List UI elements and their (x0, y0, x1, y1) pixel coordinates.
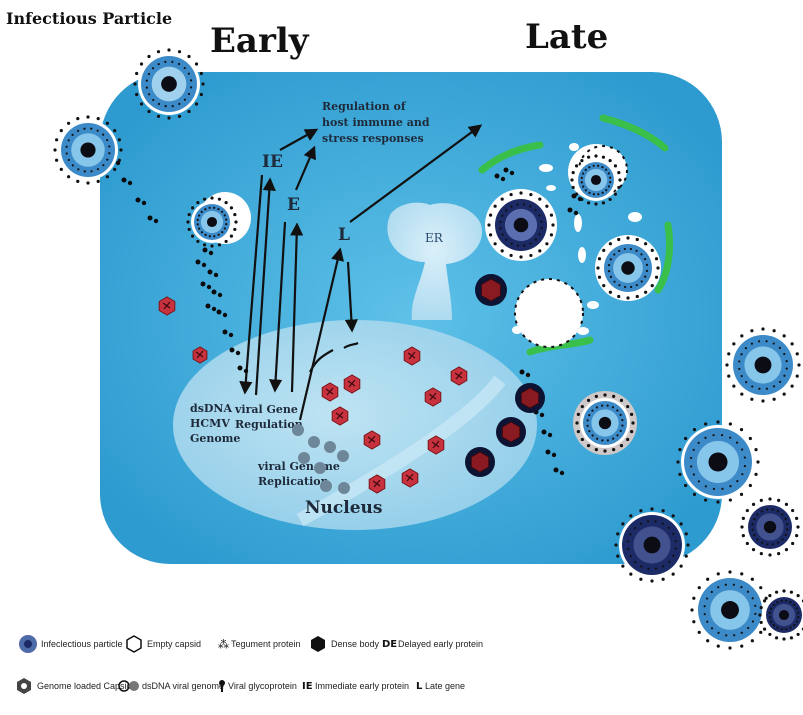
tegument-dot (495, 174, 500, 179)
red-capsid (428, 436, 444, 454)
legend-late-gene: Late gene (425, 681, 465, 691)
tegument-dot (568, 208, 573, 213)
red-capsid (402, 469, 418, 487)
dense-body-icon (311, 636, 325, 652)
red-capsid (332, 407, 348, 425)
red-capsid (404, 347, 420, 365)
er-label: ER (425, 231, 444, 245)
dsdna-label-2: HCMV (190, 417, 230, 430)
de-icon: DE (382, 639, 397, 650)
red-capsid (475, 274, 507, 306)
legend-empty-capsid: Empty capsid (147, 639, 201, 649)
viral-gene-regulation-1: viral Gene (234, 403, 298, 416)
tegument-dot (504, 168, 509, 173)
virus-particle (740, 497, 799, 556)
ie-icon: IE (302, 681, 313, 692)
tegument-dot (223, 330, 228, 335)
regulation-label-3: stress responses (322, 132, 424, 145)
empty-capsid-icon (127, 636, 141, 652)
tegument-dot (540, 413, 544, 417)
nucleus-label: Nucleus (305, 498, 382, 518)
tegument-dot (552, 453, 556, 457)
legend: Infeclectious particle Empty capsid ⁂ Te… (17, 635, 483, 694)
dsdna-label-1: dsDNA (190, 402, 232, 415)
tegument-dot (554, 468, 559, 473)
tegument-dot (501, 177, 505, 181)
tegument-dot (206, 304, 211, 309)
tegument-dot (202, 263, 206, 267)
tegument-dot (244, 369, 248, 373)
legend-immediate-early: Immediate early protein (315, 681, 409, 691)
virus-particle (725, 327, 800, 402)
tegument-dot (229, 333, 233, 337)
red-capsid (159, 297, 175, 315)
tegument-dot (217, 310, 222, 315)
red-capsid (451, 367, 467, 385)
dsdna-label-3: Genome (190, 432, 240, 445)
viral-genome-replication-2: Replication (258, 475, 329, 488)
tegument-dot (238, 366, 243, 371)
regulation-label-2: host immune and (322, 116, 430, 129)
red-capsid (496, 417, 526, 447)
red-capsid (369, 475, 385, 493)
tegument-protein-icon: ⁂ (218, 638, 229, 651)
tegument-dot (560, 471, 564, 475)
tegument-dot (122, 178, 127, 183)
tegument-dot (212, 290, 217, 295)
tegument-dot (520, 370, 525, 375)
late-heading: Late (525, 17, 608, 57)
red-capsid (425, 388, 441, 406)
virus-particle (690, 570, 769, 649)
regulation-label-1: Regulation of (322, 100, 407, 113)
viral-genome-replication-1: viral Genome (257, 460, 340, 473)
infectious-particle-title: Infectious Particle (6, 9, 172, 28)
gene-e-label: E (287, 195, 300, 215)
tegument-dot (136, 198, 141, 203)
tegument-dot (214, 273, 218, 277)
early-heading: Early (210, 21, 310, 61)
legend-dense-body: Dense body (331, 639, 380, 649)
legend-dsdna-viral-genome: dsDNA viral genome (142, 681, 224, 691)
infectious-particle-icon (19, 635, 37, 653)
tegument-dot (212, 307, 216, 311)
gene-ie-label: IE (262, 152, 283, 172)
red-capsid (344, 375, 360, 393)
red-capsid (193, 347, 207, 363)
tegument-dot (546, 450, 551, 455)
tegument-dot (223, 313, 227, 317)
legend-genome-loaded-capsid: Genome loaded Capsid (37, 681, 132, 691)
legend-viral-glycoprotein: Viral glycoprotein (228, 681, 297, 691)
tegument-dot (209, 251, 213, 255)
tegument-dot (218, 293, 222, 297)
tegument-dot (574, 211, 578, 215)
tegument-dot (196, 260, 201, 265)
tegument-dot (201, 282, 206, 287)
red-capsid (465, 447, 495, 477)
red-capsid (322, 383, 338, 401)
legend-tegument-protein: Tegument protein (231, 639, 301, 649)
tegument-dot (154, 219, 158, 223)
legend-delayed-early: Delayed early protein (398, 639, 483, 649)
tegument-dot (207, 285, 211, 289)
tegument-dot (203, 248, 208, 253)
red-capsid (364, 431, 380, 449)
tegument-dot (208, 270, 213, 275)
tegument-dot (128, 181, 132, 185)
gene-l-label: L (338, 225, 350, 245)
genome-loaded-capsid-icon (17, 678, 31, 694)
tegument-dot (526, 373, 530, 377)
tegument-dot (548, 433, 552, 437)
tegument-dot (148, 216, 153, 221)
tegument-dot (510, 171, 514, 175)
tegument-dot (142, 201, 146, 205)
legend-infectious-particle: Infeclectious particle (41, 639, 123, 649)
l-icon: L (416, 681, 423, 692)
red-capsid (515, 383, 545, 413)
tegument-dot (236, 351, 240, 355)
tegument-dot (542, 430, 547, 435)
tegument-dot (230, 348, 235, 353)
